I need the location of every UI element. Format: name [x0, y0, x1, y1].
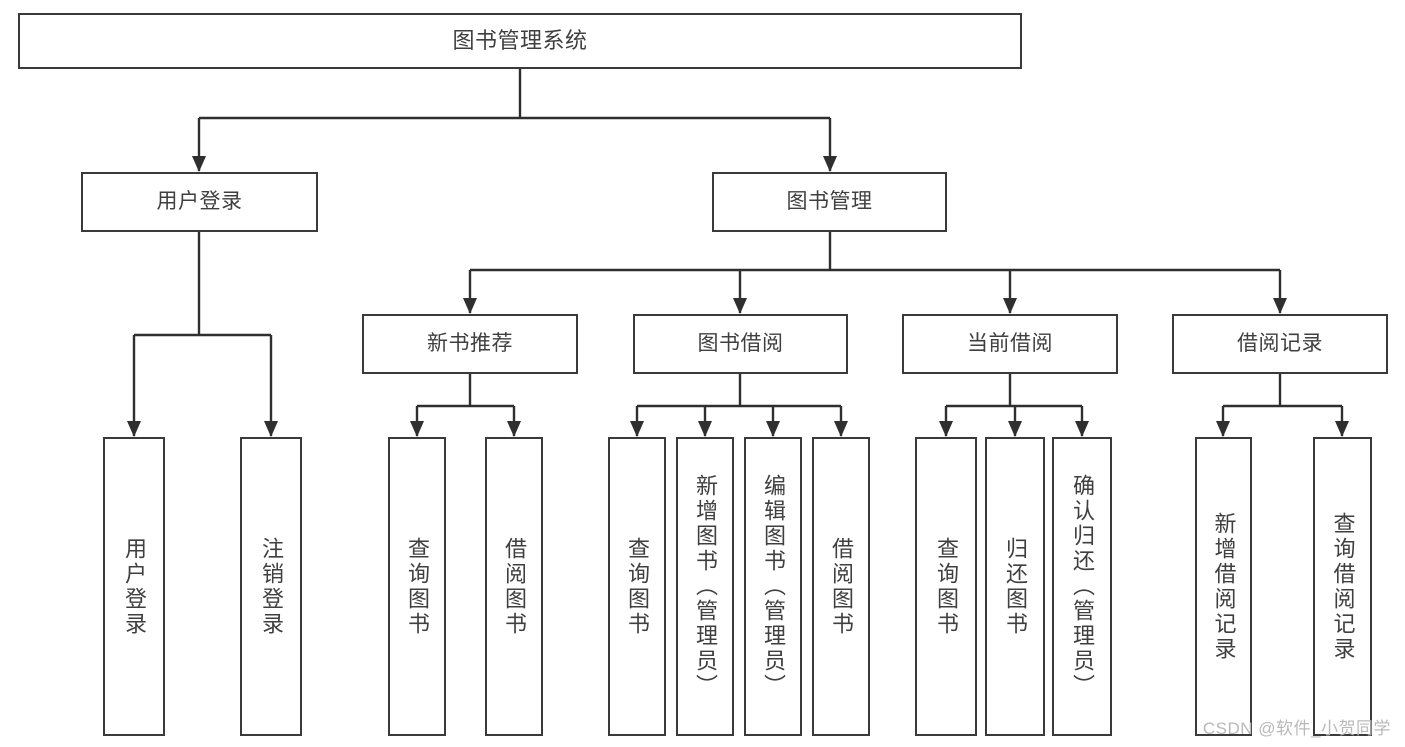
leaf-node-7[interactable]: 借阅图书 [812, 437, 870, 736]
node-label: 图书管理 [786, 189, 873, 213]
level1-node-0[interactable]: 用户登录 [81, 172, 318, 232]
node-label: 图书管理系统 [452, 28, 588, 54]
node-label: 编辑图书（管理员） [760, 474, 786, 699]
node-label: 新增图书（管理员） [692, 474, 718, 699]
leaf-node-4[interactable]: 查询图书 [608, 437, 666, 736]
level2-node-2[interactable]: 当前借阅 [902, 314, 1118, 374]
leaf-node-8[interactable]: 查询图书 [915, 437, 977, 736]
node-label: 查询图书 [933, 536, 959, 637]
leaf-node-12[interactable]: 查询借阅记录 [1313, 437, 1372, 736]
node-label: 借阅记录 [1237, 331, 1323, 355]
level2-node-1[interactable]: 图书借阅 [633, 314, 848, 374]
node-label: 注销登录 [258, 536, 284, 637]
node-label: 借阅图书 [828, 536, 854, 637]
node-label: 新增借阅记录 [1211, 511, 1237, 662]
leaf-node-0[interactable]: 用户登录 [103, 437, 165, 736]
node-label: 借阅图书 [501, 536, 527, 637]
leaf-node-9[interactable]: 归还图书 [985, 437, 1045, 736]
leaf-node-3[interactable]: 借阅图书 [485, 437, 543, 736]
leaf-node-1[interactable]: 注销登录 [240, 437, 302, 736]
node-label: 用户登录 [121, 536, 147, 637]
node-label: 查询图书 [624, 536, 650, 637]
leaf-node-2[interactable]: 查询图书 [388, 437, 446, 736]
node-label: 图书借阅 [697, 331, 784, 355]
leaf-node-5[interactable]: 新增图书（管理员） [676, 437, 734, 736]
level2-node-0[interactable]: 新书推荐 [362, 314, 578, 374]
node-label: 当前借阅 [967, 331, 1053, 355]
level1-node-1[interactable]: 图书管理 [712, 172, 947, 232]
leaf-node-11[interactable]: 新增借阅记录 [1195, 437, 1252, 736]
root-node-0[interactable]: 图书管理系统 [18, 13, 1022, 69]
leaf-node-10[interactable]: 确认归还（管理员） [1052, 437, 1112, 736]
node-label: 用户登录 [156, 189, 243, 213]
watermark: CSDN @软件_小贺同学 [1202, 719, 1391, 738]
node-label: 归还图书 [1002, 536, 1028, 637]
node-label: 查询借阅记录 [1330, 511, 1356, 662]
leaf-node-6[interactable]: 编辑图书（管理员） [744, 437, 802, 736]
level2-node-3[interactable]: 借阅记录 [1172, 314, 1388, 374]
node-label: 新书推荐 [427, 331, 513, 355]
node-label: 查询图书 [404, 536, 430, 637]
node-label: 确认归还（管理员） [1069, 474, 1095, 699]
